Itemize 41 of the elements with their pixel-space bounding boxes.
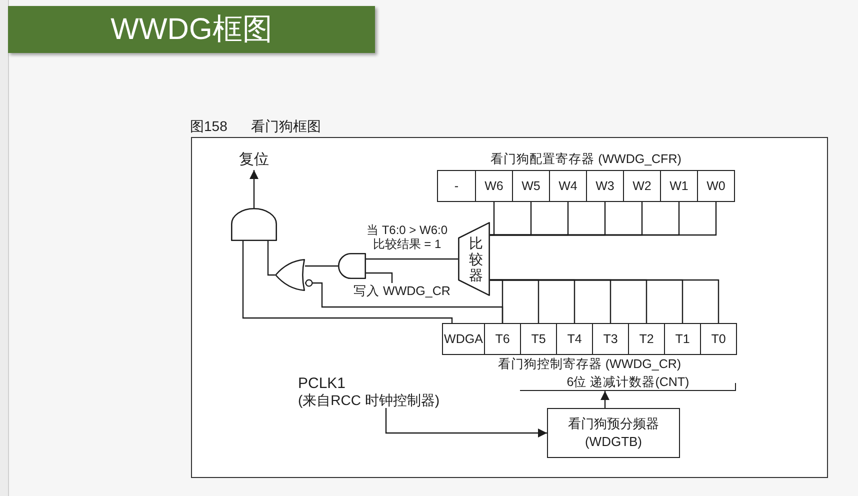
register-bit-field: W6: [475, 170, 513, 202]
title-banner: WWDG框图: [8, 6, 375, 53]
signal-line: [242, 241, 453, 323]
register-title: 看门狗配置寄存器 (WWDG_CFR): [490, 151, 682, 168]
register-bit-field: T2: [628, 323, 665, 355]
register-bit-field: W5: [512, 170, 550, 202]
arrow: [250, 170, 258, 208]
register-bit-field: T0: [700, 323, 737, 355]
arrow: [600, 391, 610, 408]
comparator: [458, 222, 490, 296]
counter-bracket: 6位 递减计数器(CNT): [520, 375, 736, 391]
and-gate: [338, 253, 366, 279]
figure-caption: 图158 看门狗框图: [190, 117, 322, 135]
and-gate: [231, 208, 277, 241]
comparator-label: 比较器: [469, 235, 483, 283]
register-bit-field: WDGA: [442, 323, 485, 355]
signal-line: [267, 241, 275, 276]
reset-output-label: 复位: [236, 150, 272, 170]
signal-line: [366, 272, 393, 283]
register-bit-field: W1: [660, 170, 698, 202]
register-bit-field: W2: [623, 170, 661, 202]
register-bit-field: T6: [484, 323, 521, 355]
clock-signal-label: PCLK1: [298, 375, 346, 392]
signal-line: [366, 258, 458, 260]
register-bit-field: W3: [586, 170, 624, 202]
clock-source-note: (来自RCC 时钟控制器): [298, 392, 440, 408]
or-gate: [275, 259, 305, 291]
signal-line: [490, 202, 717, 236]
input-signal-label: 写入 WWDG_CR: [348, 283, 456, 299]
register-bit-field: T3: [592, 323, 629, 355]
arrow: [385, 408, 547, 438]
register-bit-field: W4: [549, 170, 587, 202]
register-bit-field: T1: [664, 323, 701, 355]
register-title: 看门狗控制寄存器 (WWDG_CR): [496, 356, 682, 373]
register-bit-field: W0: [697, 170, 735, 202]
register-bit-field: -: [437, 170, 476, 202]
prescaler-block: 看门狗预分频器 (WDGTB): [547, 408, 680, 458]
signal-line: [490, 279, 720, 323]
register-bit-field: T4: [556, 323, 593, 355]
register-bit-field: T5: [520, 323, 557, 355]
signal-line: [305, 265, 338, 267]
